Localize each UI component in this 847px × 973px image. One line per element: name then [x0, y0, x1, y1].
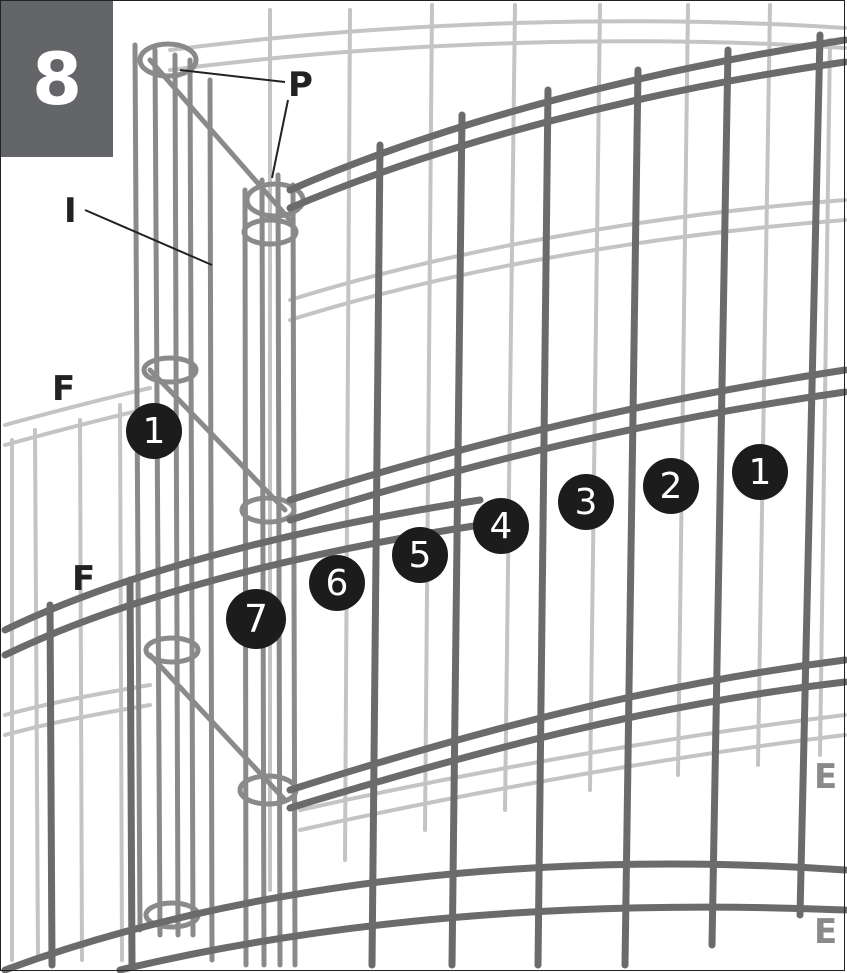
label-e-upper: E: [814, 760, 837, 794]
label-i: I: [64, 194, 77, 228]
label-f-upper: F: [52, 372, 75, 406]
label-p: P: [288, 68, 313, 102]
step-number: 8: [1, 1, 113, 157]
label-e-lower: E: [814, 915, 837, 949]
step-badge-2: 2: [643, 458, 699, 514]
step-badge-5: 5: [392, 527, 448, 583]
step-badge-4: 4: [473, 498, 529, 554]
step-number-box: 8: [1, 1, 113, 157]
label-f-lower: F: [72, 562, 95, 596]
step-badge-1: 1: [732, 444, 788, 500]
step-badge-left-1: 1: [126, 403, 182, 459]
step-badge-7: 7: [226, 589, 286, 649]
step-badge-6: 6: [309, 555, 365, 611]
step-badge-3: 3: [558, 474, 614, 530]
